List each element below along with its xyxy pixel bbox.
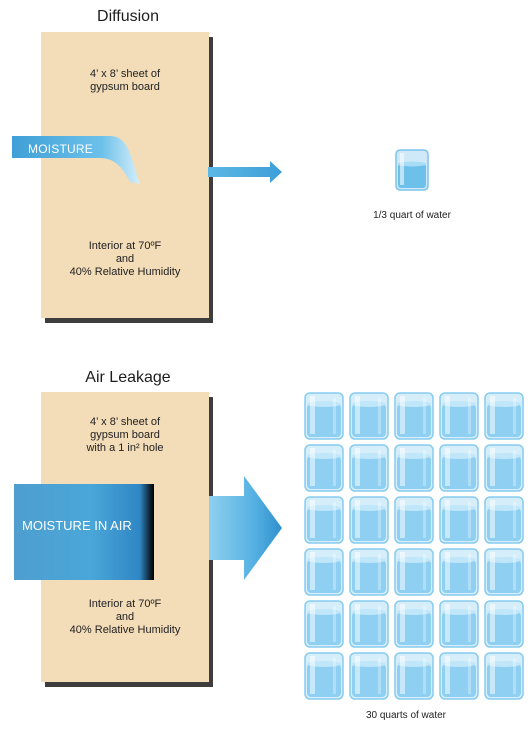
board-label-air-leakage: 4’ x 8’ sheet of gypsum board with a 1 i… [86,416,164,454]
water-glass-icon [304,444,344,492]
water-glass-icon [349,652,389,700]
water-glass-icon [394,496,434,544]
water-glass-icon [349,496,389,544]
interior-label-air-leakage: Interior at 70ºF and 40% Relative Humidi… [69,598,181,636]
water-glass-icon [439,444,479,492]
water-glass-icon [394,548,434,596]
air-leakage-title: Air Leakage [85,369,171,386]
water-glass-icon [484,444,524,492]
water-glass-icon [304,392,344,440]
water-glass-icon [439,652,479,700]
water-glass-icon [484,652,524,700]
water-glass-icon [484,496,524,544]
water-glass-icon [439,548,479,596]
water-glass-icon [439,496,479,544]
water-glass-icon [349,392,389,440]
water-glass-icon [439,600,479,648]
moisture-label: MOISTURE [28,142,93,156]
water-glass-icon [484,548,524,596]
water-glass-icon [394,392,434,440]
diffusion-title: Diffusion [97,8,159,25]
air-leakage-result-caption: 30 quarts of water [365,710,447,721]
water-glass-icon [394,652,434,700]
water-glass-icon [394,444,434,492]
moisture-in-air-label: MOISTURE IN AIR [22,518,132,533]
water-glass-icon [304,652,344,700]
water-glass-icon [304,496,344,544]
water-glass-icon [395,149,429,191]
right-arrow-icon [209,476,282,580]
water-glass-grid [304,392,524,700]
diffusion-result-caption: 1/3 quart of water [373,210,451,221]
board-label-diffusion: 4’ x 8’ sheet of gypsum board [89,68,161,93]
water-glass-icon [484,392,524,440]
moisture-diffusion-arrow [12,136,140,184]
water-glass-icon [439,392,479,440]
water-glass-icon [349,548,389,596]
interior-label-diffusion: Interior at 70ºF and 40% Relative Humidi… [69,240,181,278]
water-glass-icon [394,600,434,648]
water-glass-icon [484,600,524,648]
gypsum-board-diffusion: 4’ x 8’ sheet of gypsum board Interior a… [41,32,209,318]
water-glass-icon [349,600,389,648]
water-glass-icon [349,444,389,492]
water-glass-icon [304,600,344,648]
water-glass-icon [304,548,344,596]
right-arrow-icon [208,161,282,183]
moisture-in-air-block [14,484,154,580]
